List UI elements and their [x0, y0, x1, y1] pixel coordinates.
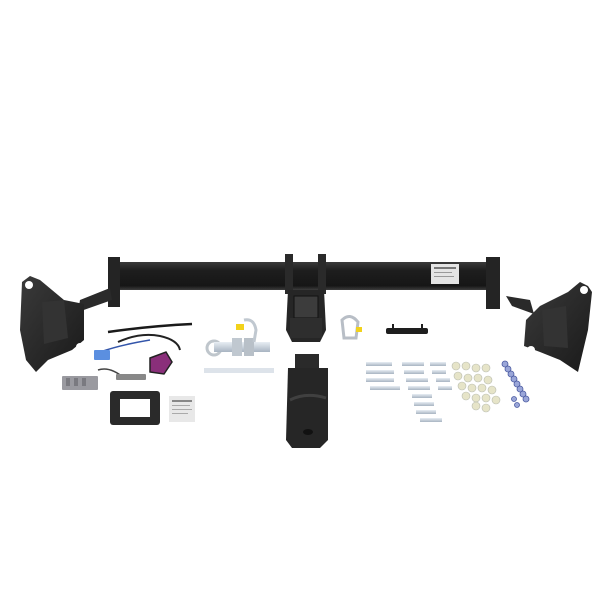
hitch-pin-clip	[204, 318, 274, 373]
ball-mount	[286, 354, 328, 448]
wiring-harness	[62, 322, 193, 390]
washers	[451, 361, 501, 413]
shackle-d-ring	[340, 315, 362, 340]
bracket-plate	[386, 324, 428, 334]
nuts	[501, 360, 530, 408]
receiver-trim-bezel	[110, 391, 160, 425]
right-mounting-bracket	[506, 282, 592, 372]
instruction-card	[169, 396, 195, 422]
hitch-crossbar	[108, 254, 500, 342]
left-mounting-bracket	[20, 276, 112, 372]
bolts	[366, 362, 452, 422]
